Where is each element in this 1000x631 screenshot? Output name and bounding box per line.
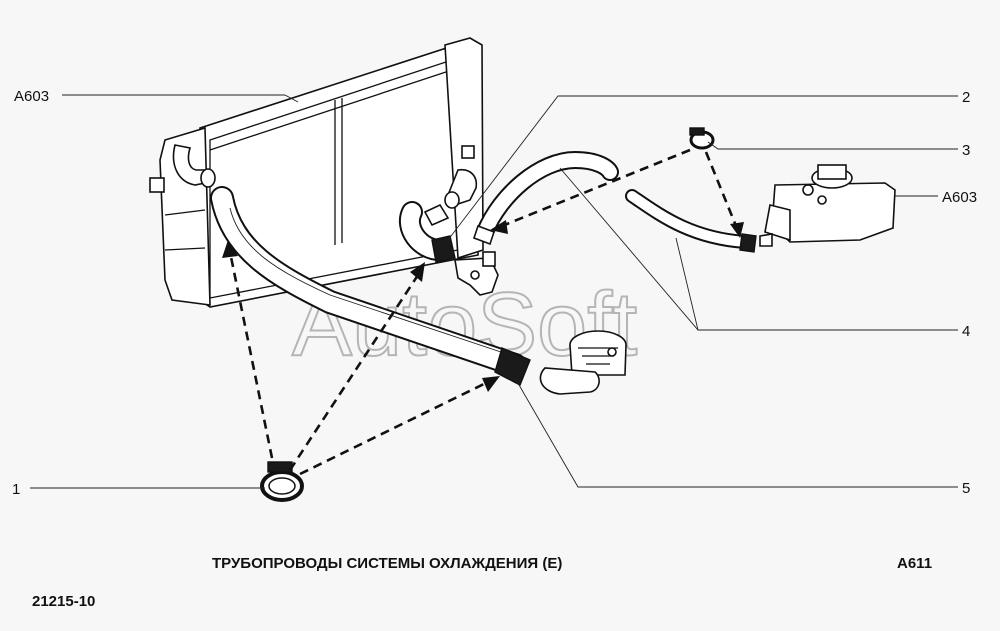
callout-4: 4 [962,323,970,340]
hose-upper-part-2[interactable] [472,150,619,246]
hose-reservoir-part-4[interactable] [625,189,757,253]
leader-lines [30,94,958,489]
expansion-reservoir[interactable] [759,164,896,247]
elbow-hose[interactable] [399,201,456,263]
callout-1: 1 [12,481,20,498]
diagram-title: ТРУБОПРОВОДЫ СИСТЕМЫ ОХЛАЖДЕНИЯ (Е) [212,555,562,572]
hose-lower-part-5[interactable] [210,186,531,386]
assembly-arrows [222,148,744,476]
callout-5: 5 [962,480,970,497]
clamp-large-part-1[interactable] [260,461,304,502]
group-code: A611 [897,555,932,572]
clamp-small-part-3[interactable] [689,127,715,150]
model-code: 21215-10 [32,593,95,610]
callout-3: 3 [962,142,970,159]
callout-reservoir-ref: A603 [942,189,977,206]
callout-2: 2 [962,89,970,106]
water-pump[interactable] [539,330,627,395]
radiator[interactable] [149,37,484,308]
thermostat-fitting[interactable] [454,251,499,296]
callout-radiator-ref: A603 [14,88,49,105]
